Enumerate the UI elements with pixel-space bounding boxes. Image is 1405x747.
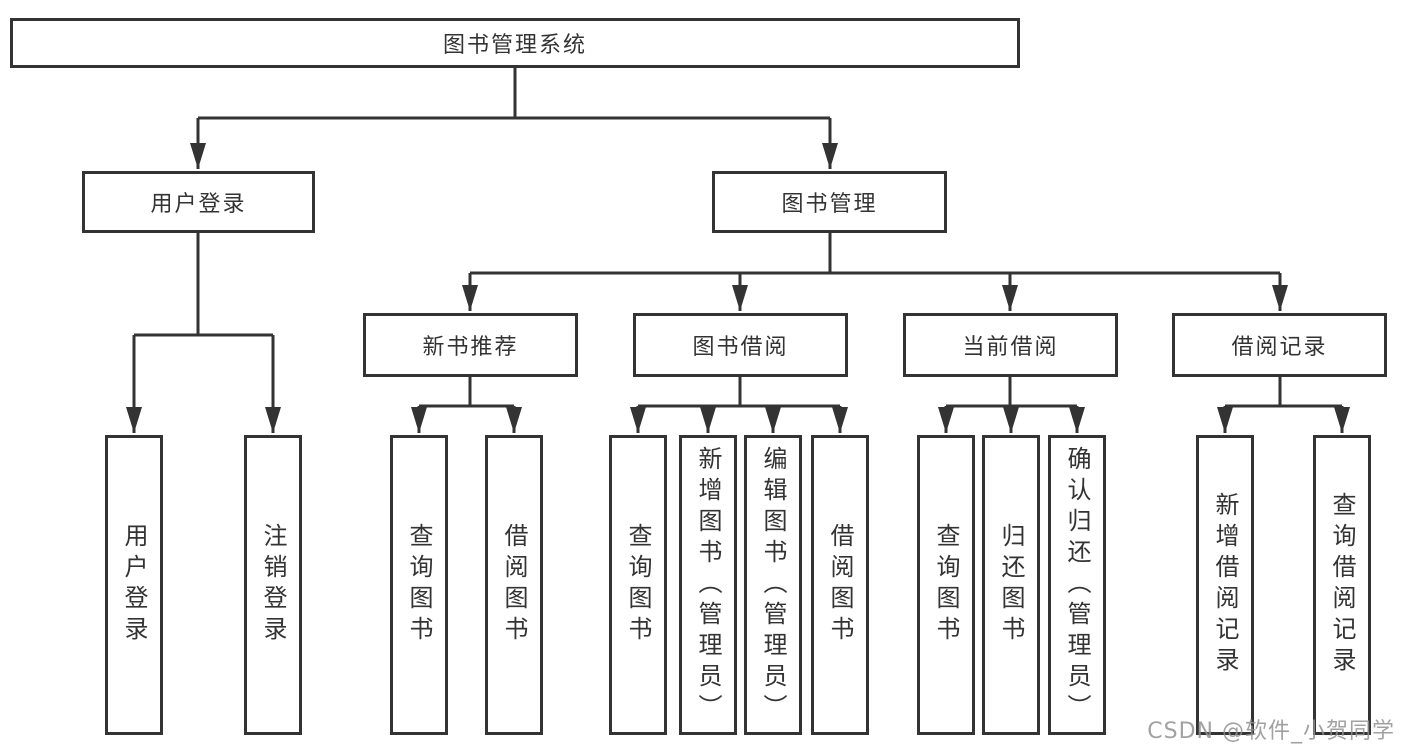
leaf-cb-query-books: 查询图书 [917,435,975,735]
node-book-borrowing: 图书借阅 [633,313,848,377]
leaf-user-login: 用户登录 [105,435,163,735]
node-current-borrowing: 当前借阅 [903,313,1118,377]
leaf-br-query-borrow-record: 查询借阅记录 [1313,435,1371,735]
node-new-book-recommend: 新书推荐 [363,313,578,377]
leaf-bb-query-books: 查询图书 [609,435,667,735]
leaf-nb-query-books: 查询图书 [390,435,448,735]
node-user-login: 用户登录 [82,171,315,233]
node-borrowing-records: 借阅记录 [1172,313,1387,377]
leaf-bb-add-books-admin: 新增图书（管理员） [679,435,737,735]
csdn-watermark: CSDN @软件_小贺同学 [1147,719,1395,744]
leaf-nb-borrow-books: 借阅图书 [485,435,543,735]
connector-book-management [462,233,1288,311]
leaf-bb-borrow-books: 借阅图书 [811,435,869,735]
leaf-cb-confirm-return-admin: 确认归还（管理员） [1048,435,1106,735]
leaf-logout-login: 注销登录 [244,435,302,735]
connector-borrowing-records [1217,377,1350,433]
connector-new-book-recommend [411,377,522,433]
node-root-library-management-system: 图书管理系统 [10,18,1020,68]
connector-book-borrowing [630,377,848,433]
leaf-bb-edit-books-admin: 编辑图书（管理员） [744,435,802,735]
connector-current-borrowing [938,377,1085,433]
leaf-cb-return-books: 归还图书 [982,435,1040,735]
connector-user-login [126,233,281,433]
node-book-management: 图书管理 [712,171,947,233]
connector-root [190,68,838,169]
leaf-br-add-borrow-record: 新增借阅记录 [1196,435,1254,735]
